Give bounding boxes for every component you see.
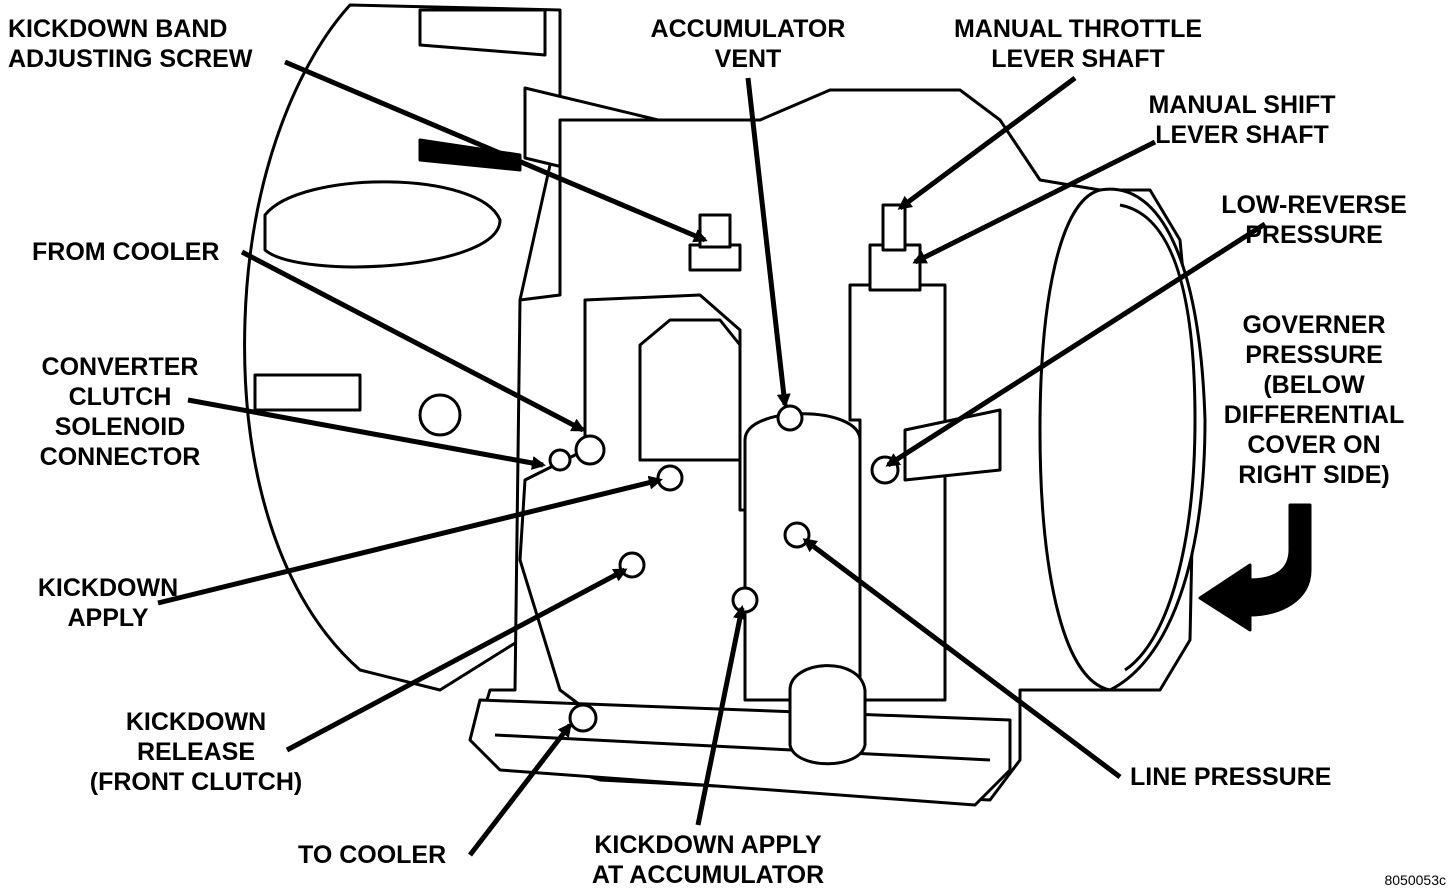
governor-arrow: [1198, 503, 1312, 632]
label-line: KICKDOWN BAND: [8, 15, 228, 43]
leader-kickdown-release: [285, 567, 628, 753]
port-to-cooler: [568, 703, 598, 733]
adjusting-screw: [698, 213, 732, 249]
label-line: KICKDOWN APPLY: [594, 831, 822, 859]
label-kickdown-band-adjusting-screw: KICKDOWN BAND ADJUSTING SCREW: [8, 14, 252, 74]
valve-body-tower: [638, 318, 742, 462]
label-line: LEVER SHAFT: [1155, 121, 1329, 149]
label-accumulator-vent: ACCUMULATOR VENT: [630, 14, 866, 74]
leader-kickdown-apply: [157, 475, 663, 606]
label-low-reverse-pressure: LOW-REVERSE PRESSURE: [1200, 190, 1428, 250]
label-line: DIFFERENTIAL: [1223, 401, 1405, 429]
label-line: COVER ON: [1247, 431, 1381, 459]
label-line: (FRONT CLUTCH): [89, 768, 303, 796]
label-line: LOW-REVERSE: [1221, 191, 1407, 219]
label-kickdown-release-front-clutch: KICKDOWN RELEASE (FRONT CLUTCH): [68, 707, 324, 797]
label-from-cooler: FROM COOLER: [32, 237, 220, 267]
right-bracket: [903, 408, 1002, 482]
solenoid-connector: [788, 664, 867, 766]
label-converter-clutch-solenoid-connector: CONVERTER CLUTCH SOLENOID CONNECTOR: [20, 352, 220, 472]
label-line: KICKDOWN: [37, 574, 179, 602]
label-line: KICKDOWN: [125, 708, 267, 736]
leader-to-cooler: [468, 722, 572, 857]
label-line: MANUAL THROTTLE: [953, 15, 1203, 43]
leader-manual-throttle: [897, 75, 1077, 211]
leader-from-cooler: [240, 249, 586, 433]
label-line: TO COOLER: [298, 841, 447, 869]
leader-manual-shift: [912, 139, 1157, 265]
port-kickdown-apply-accumulator: [731, 586, 759, 614]
end-cover-flange: [1119, 203, 1197, 672]
label-line: MANUAL SHIFT: [1148, 91, 1336, 119]
adjusting-screw-nut: [688, 243, 742, 272]
leader-accumulator-vent: [745, 77, 791, 408]
shaft-collar: [868, 243, 922, 292]
leader-converter-clutch: [187, 397, 546, 470]
port-kickdown-apply: [656, 464, 684, 492]
label-line: APPLY: [67, 604, 149, 632]
housing-top-tab: [418, 8, 547, 57]
label-line: PRESSURE: [1245, 221, 1383, 249]
leader-low-reverse: [885, 221, 1267, 468]
housing-oval: [263, 180, 502, 269]
label-line: LINE PRESSURE: [1130, 763, 1332, 791]
label-line: AT ACCUMULATOR: [591, 861, 825, 889]
accumulator-column: [743, 412, 862, 702]
throttle-shaft: [881, 203, 907, 252]
label-line: FROM COOLER: [32, 238, 220, 266]
label-governer-pressure: GOVERNER PRESSURE (BELOW DIFFERENTIAL CO…: [1200, 310, 1428, 490]
label-line: LEVER SHAFT: [991, 45, 1165, 73]
label-line: CLUTCH: [68, 383, 172, 411]
label-line: CONNECTOR: [39, 443, 201, 471]
oil-pan: [468, 698, 1012, 807]
leader-line-pressure: [802, 538, 1122, 779]
label-manual-shift-lever-shaft: MANUAL SHIFT LEVER SHAFT: [1128, 90, 1356, 150]
label-kickdown-apply-at-accumulator: KICKDOWN APPLY AT ACCUMULATOR: [560, 830, 856, 890]
label-line-pressure: LINE PRESSURE: [1130, 762, 1331, 792]
label-kickdown-apply: KICKDOWN APPLY: [18, 573, 198, 633]
label-line: VENT: [714, 45, 782, 73]
label-line: GOVERNER: [1242, 311, 1386, 339]
differential-end-cover: [1038, 187, 1207, 692]
housing-block-left: [253, 373, 362, 412]
label-line: RELEASE: [136, 738, 256, 766]
figure-code: 8050053c: [1384, 872, 1446, 888]
pan-lip: [494, 733, 991, 762]
leader-kickdown-apply-accumulator: [695, 605, 747, 826]
label-line: CONVERTER: [41, 353, 199, 381]
leader-kickdown-band: [284, 59, 708, 243]
label-manual-throttle-lever-shaft: MANUAL THROTTLE LEVER SHAFT: [928, 14, 1228, 74]
housing-boss: [418, 393, 462, 437]
port-from-cooler: [574, 434, 606, 466]
label-line: RIGHT SIDE): [1238, 461, 1390, 489]
label-line: ADJUSTING SCREW: [8, 45, 253, 73]
converter-housing: [243, 3, 562, 692]
label-line: ACCUMULATOR: [650, 15, 846, 43]
label-line: SOLENOID: [54, 413, 186, 441]
label-line: (BELOW: [1263, 371, 1365, 399]
port-converter-clutch: [548, 448, 572, 472]
shaft-column: [848, 283, 947, 702]
label-to-cooler: TO COOLER: [298, 840, 446, 870]
port-accumulator-vent: [776, 404, 804, 432]
label-line: PRESSURE: [1245, 341, 1383, 369]
